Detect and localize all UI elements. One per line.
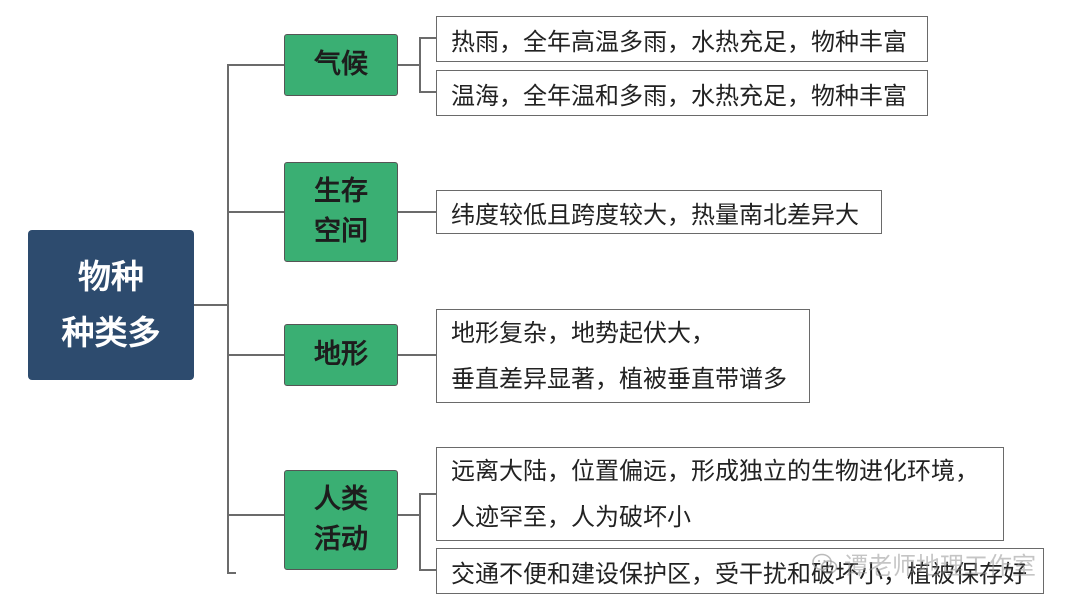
leaf-terrain-line-1: 地形复杂，地势起伏大， (451, 319, 715, 347)
branch-living-space-line-2: 空间 (314, 216, 368, 247)
leaf-living-space: 纬度较低且跨度较大，热量南北差异大 (436, 190, 882, 234)
watermark-text: 谭老师地理工作室 (844, 552, 1036, 580)
leaf-climate-temperate-text: 温海，全年温和多雨，水热充足，物种丰富 (451, 81, 907, 110)
leaf-living-space-text: 纬度较低且跨度较大，热量南北差异大 (451, 200, 859, 229)
branch-terrain-label: 地形 (314, 339, 368, 370)
watermark: 谭老师地理工作室 (812, 546, 1036, 581)
root-node: 物种 种类多 (28, 230, 194, 380)
leaf-terrain-line-2: 垂直差异显著，植被垂直带谱多 (451, 365, 787, 393)
branch-human-activity-line-2: 活动 (314, 524, 368, 555)
root-line-2: 种类多 (61, 313, 161, 352)
branch-living-space-line-1: 生存 (314, 176, 368, 207)
leaf-human-protection: 交通不便和建设保护区，受干扰和破坏小，植被保存好 (436, 548, 1044, 594)
leaf-human-remote-line-1: 远离大陆，位置偏远，形成独立的生物进化环境， (451, 457, 979, 485)
connector-root-spine (227, 64, 236, 574)
branch-terrain: 地形 (284, 324, 398, 386)
branch-human-activity: 人类 活动 (284, 470, 398, 570)
branch-human-activity-line-1: 人类 (314, 484, 368, 515)
leaf-human-remote-line-2: 人迹罕至，人为破坏小 (451, 503, 691, 531)
leaf-human-protection-text: 交通不便和建设保护区，受干扰和破坏小，植被保存好 (451, 559, 1027, 588)
branch-climate: 气候 (284, 34, 398, 96)
branch-climate-label: 气候 (314, 49, 368, 80)
branch-living-space: 生存 空间 (284, 162, 398, 262)
connector-climate-spine (419, 37, 428, 93)
leaf-climate-tropical: 热雨，全年高温多雨，水热充足，物种丰富 (436, 16, 928, 62)
wechat-icon (812, 553, 838, 574)
leaf-terrain: 地形复杂，地势起伏大， 垂直差异显著，植被垂直带谱多 (436, 309, 810, 403)
connector-human-spine (419, 493, 428, 571)
root-line-1: 物种 (78, 257, 144, 296)
leaf-climate-tropical-text: 热雨，全年高温多雨，水热充足，物种丰富 (451, 27, 907, 56)
leaf-climate-temperate: 温海，全年温和多雨，水热充足，物种丰富 (436, 70, 928, 116)
leaf-human-remote: 远离大陆，位置偏远，形成独立的生物进化环境， 人迹罕至，人为破坏小 (436, 447, 1004, 541)
